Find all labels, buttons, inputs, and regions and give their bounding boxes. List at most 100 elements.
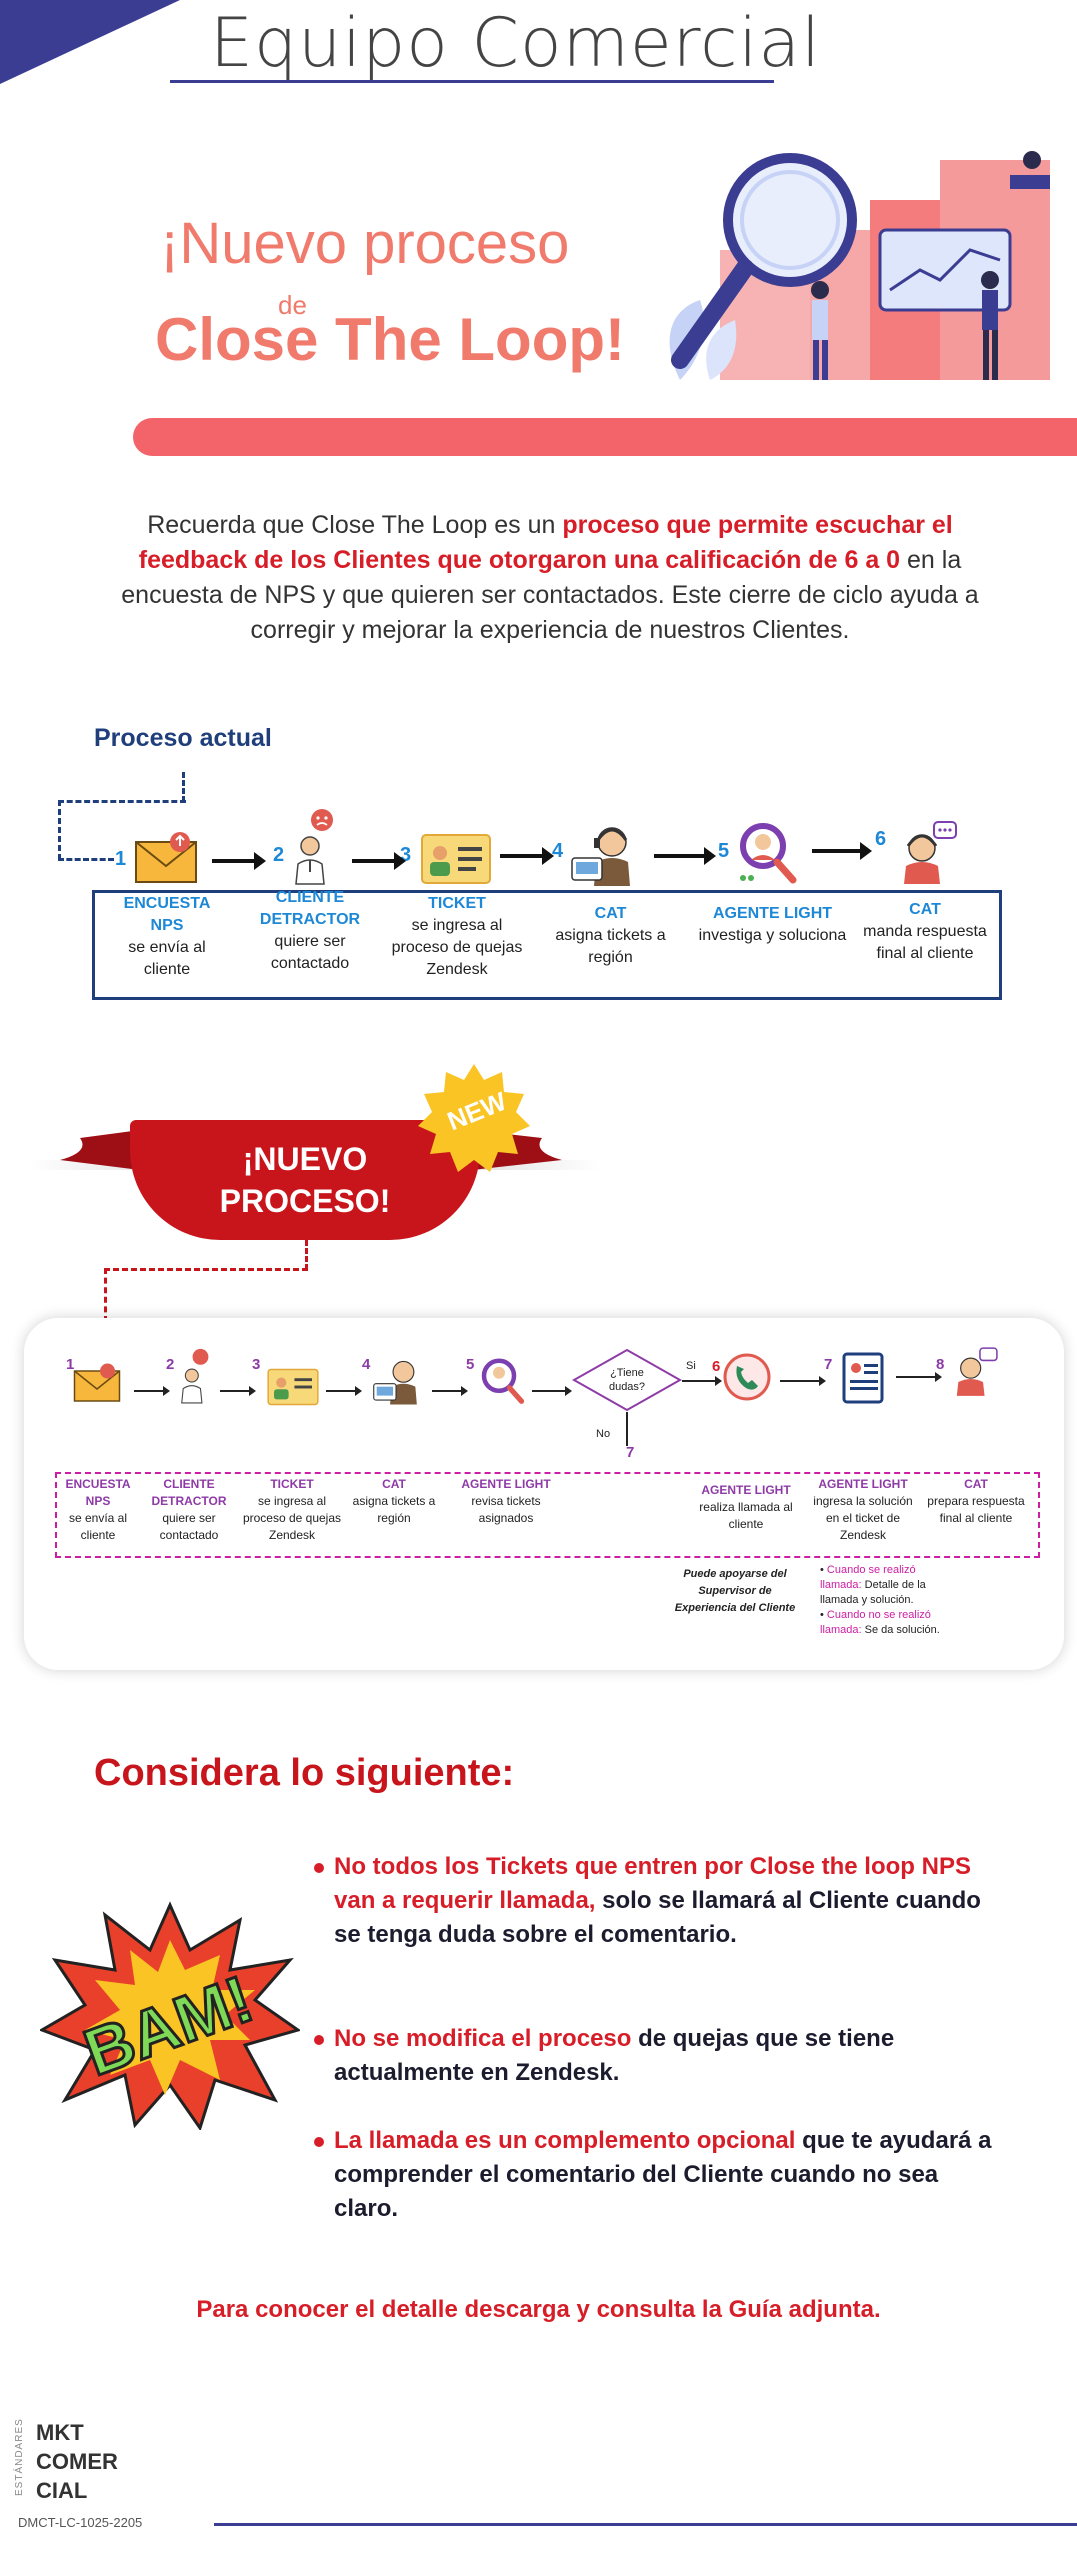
note-text: Se da solución. [861,1624,940,1636]
footer-logo: MKT COMER CIAL [36,2418,118,2505]
logo-line1: MKT [36,2420,84,2445]
step-title: CAT [382,1477,406,1491]
banner-text: ¡NUEVO PROCESO! [130,1138,480,1222]
note-text: Detalle de la llamada y solución. [820,1579,926,1606]
new-step: AGENTE LIGHT ingresa la solución en el t… [806,1476,920,1544]
step-title: AGENTE LIGHT [712,905,833,922]
new-step: ENCUESTA NPS se envía al cliente [58,1476,138,1544]
solution-notes: • Cuando se realizó llamada: Detalle de … [820,1563,940,1638]
step-title: ENCUESTA NPS [123,895,211,934]
decision-down-line [626,1412,628,1446]
flow-arrow [326,1386,362,1396]
step-number: 1 [66,1356,75,1373]
cat-response-icon [956,1347,998,1396]
banner-line1: ¡NUEVO [242,1141,368,1177]
step-title: CLIENTE DETRACTOR [259,889,361,928]
hero-line1: ¡Nuevo proceso [160,211,570,276]
header-triangle [0,0,180,84]
new-step: AGENTE LIGHT realiza llamada al cliente [690,1482,802,1533]
step-desc: asigna tickets a región [352,1494,436,1525]
page-title: Equipo Comercial [210,4,821,83]
flow-arrow [220,1386,256,1396]
document-icon [842,1352,884,1404]
consider-bullet: La llamada es un complemento opcional qu… [314,2124,996,2226]
envelope-icon [135,832,197,883]
step-number: 7 [626,1444,635,1461]
connector-dash [305,1240,308,1270]
new-step: CAT asigna tickets a región [348,1476,440,1527]
footer-code: DMCT-LC-1025-2205 [18,2515,143,2530]
hero-bar [133,418,1077,456]
connector-dash [182,772,185,802]
step-title: AGENTE LIGHT [701,1483,791,1497]
intro-text-1: Recuerda que Close The Loop es un [147,511,563,539]
supervisor-note: Puede apoyarse del Supervisor de Experie… [674,1568,796,1614]
flow-arrow [432,1386,468,1396]
step-title: TICKET [428,895,486,912]
step-number: 1 [115,848,127,870]
consider-bullet: No todos los Tickets que entren por Clos… [314,1850,996,1952]
ticket-icon [267,1368,319,1406]
intro-paragraph: Recuerda que Close The Loop es un proces… [100,508,1000,648]
new-step: CAT prepara respuesta final al cliente [918,1476,1034,1527]
step-desc: se envía al cliente [128,939,206,978]
current-step: TICKET se ingresa al proceso de quejas Z… [382,893,532,981]
step-number: 3 [252,1356,261,1373]
magnifier-illustration-icon [669,151,1050,380]
current-step: CAT manda respuesta final al cliente [860,899,990,965]
flow-arrow [134,1386,170,1396]
step-number: 5 [718,840,730,862]
footer-vertical-label: ESTÁNDARES [14,2418,25,2496]
note-condition: Cuando no se realizó llamada: [820,1609,931,1636]
new-badge-icon [418,1064,530,1172]
step-desc: ingresa la solución en el ticket de Zend… [813,1494,913,1542]
step-number: 2 [166,1356,175,1373]
guide-cta: Para conocer el detalle descarga y consu… [196,2296,881,2323]
decision-label: ¿Tiene dudas? [608,1367,646,1393]
hero-de: de [278,290,307,320]
new-step: TICKET se ingresa al proceso de quejas Z… [236,1476,348,1544]
step-title: TICKET [270,1477,314,1491]
hero-line2: Close The Loop! [155,306,625,373]
decision-diamond-icon [572,1348,682,1412]
decision-yes: Si [686,1360,696,1372]
step-title: CAT [964,1477,988,1491]
step-number: 7 [824,1356,833,1373]
bullet-highlight: No todos los Tickets que entren por Clos… [334,1853,971,1914]
bullet-text: que te ayudará a comprender el comentari… [334,2127,992,2222]
logo-line3: CIAL [36,2478,88,2503]
step-desc: se ingresa al proceso de quejas Zendesk [242,1494,342,1542]
step-desc: prepara respuesta final al cliente [927,1494,1025,1525]
list-item: • Cuando se realizó llamada: Detalle de … [820,1564,926,1606]
connector-dash [104,1268,107,1322]
step-number: 4 [362,1356,371,1373]
footer-line [214,2523,1077,2526]
step-title: CAT [594,905,627,922]
step-title: CAT [909,901,941,918]
considera-title: Considera lo siguiente: [94,1752,515,1794]
current-process-label: Proceso actual [94,724,272,752]
bullet-highlight: La llamada es un complemento opcional [334,2127,796,2154]
step-title: AGENTE LIGHT [461,1477,551,1491]
phone-call-icon [723,1353,771,1401]
connector-dash [58,800,186,803]
cat-agent-icon [571,827,630,886]
flow-arrow [682,1376,722,1386]
intro-highlight: proceso que permite escuchar el feedback… [138,511,953,574]
logo-line2: COMER [36,2449,118,2474]
header-underline [170,80,774,83]
step-number: 5 [466,1356,475,1373]
envelope-icon [73,1363,121,1402]
current-step: CAT asigna tickets a región [548,903,673,969]
new-process-box [55,1472,1040,1558]
step-desc: quiere ser contactado [270,933,350,972]
cat-response-icon [904,821,957,884]
list-item: • Cuando no se realizó llamada: Se da so… [820,1609,940,1636]
cat-agent-icon [373,1360,417,1405]
connector-dash [58,858,114,861]
flow-arrow [812,842,872,860]
new-step: CLIENTE DETRACTOR quiere ser contactado [146,1476,232,1544]
flow-arrow [352,852,406,870]
flow-arrow [212,852,266,870]
flow-arrow [654,847,716,865]
